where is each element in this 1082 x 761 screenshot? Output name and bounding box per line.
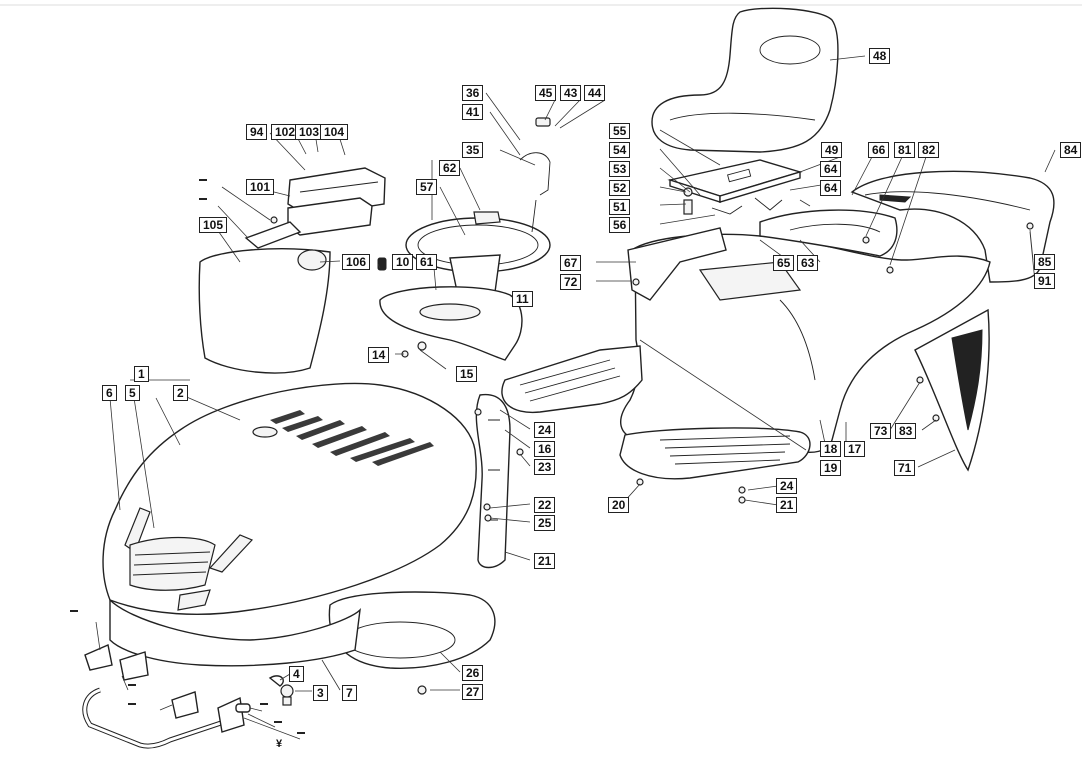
- callout-104: [70, 610, 78, 612]
- callout-81: 94: [246, 124, 268, 140]
- callout-14: 14: [368, 347, 390, 363]
- callout-85: 104: [320, 124, 349, 140]
- callout-63: 71: [894, 460, 916, 476]
- callout-35: 44: [584, 85, 606, 101]
- callout-103: [260, 703, 268, 705]
- callout-10: 10: [392, 254, 414, 270]
- callout-52: 61: [416, 254, 438, 270]
- front-bumper: [82, 644, 251, 749]
- callout-43: 49: [821, 142, 843, 158]
- belly-pan: [109, 591, 496, 669]
- seat-plate: [667, 159, 803, 215]
- hood: [102, 382, 477, 615]
- callout-6: 6: [102, 385, 117, 401]
- callout-106: [128, 684, 136, 686]
- callout-21b: 21: [776, 497, 798, 513]
- rear-fender: [850, 170, 1055, 283]
- callout-67: 83: [895, 423, 917, 439]
- callout-2: 2: [173, 385, 188, 401]
- callout-41: 48: [869, 48, 891, 64]
- hood-vents: [270, 410, 434, 466]
- callout-105: [128, 703, 136, 705]
- callout-64a: 72: [560, 274, 582, 290]
- callout-49: 56: [609, 217, 631, 233]
- callout-62: 67: [560, 255, 582, 271]
- callout-92: 106: [342, 254, 371, 270]
- callout-26: 26: [462, 665, 484, 681]
- callout-19: 18: [820, 441, 842, 457]
- callout-91: 105: [199, 217, 228, 233]
- seat: [651, 7, 839, 153]
- callout-27: 27: [462, 684, 484, 700]
- callout-83: 102: [271, 124, 300, 140]
- callout-3: 3: [313, 685, 328, 701]
- callout-54: 63: [797, 255, 819, 271]
- callout-47: 54: [609, 142, 631, 158]
- side-panel: [914, 308, 990, 472]
- callout-53: 62: [439, 160, 461, 176]
- callout-94: [199, 179, 207, 181]
- callout-44: 51: [609, 199, 631, 215]
- callout-24b: 24: [776, 478, 798, 494]
- steering-wheel: [405, 199, 551, 297]
- callout-22: 22: [534, 497, 556, 513]
- callout-36: 45: [535, 85, 557, 101]
- callout-45: 52: [609, 180, 631, 196]
- callout-65: 81: [894, 142, 916, 158]
- callout-55: 64: [820, 180, 842, 196]
- main-body: [619, 209, 991, 480]
- callout-15: 15: [456, 366, 478, 382]
- callout-66: 82: [918, 142, 940, 158]
- callout-73: 91: [1034, 273, 1056, 289]
- callout-46: 53: [609, 161, 631, 177]
- callout-72: 85: [1034, 254, 1056, 270]
- callout-33: 41: [462, 104, 484, 120]
- callout-31: 35: [462, 142, 484, 158]
- callout-84: 103: [295, 124, 324, 140]
- callout-82: 101: [246, 179, 275, 195]
- callout-51: 57: [416, 179, 438, 195]
- callout-7: 7: [342, 685, 357, 701]
- callout-16: 16: [534, 441, 556, 457]
- dashboard: [377, 257, 523, 361]
- callout-24a: 24: [534, 422, 556, 438]
- callout-11: 11: [512, 291, 533, 307]
- callout-23: 23: [534, 459, 556, 475]
- callout-57: 65: [773, 255, 795, 271]
- battery-and-tank: [198, 167, 386, 374]
- callout-101: [297, 732, 305, 734]
- callout-56: 64: [820, 161, 842, 177]
- callout-71: 84: [1060, 142, 1082, 158]
- callout-5: 5: [125, 385, 140, 401]
- footnote-glyph: ¥: [276, 738, 283, 750]
- callout-21a: 20: [608, 497, 630, 513]
- callout-18: 17: [844, 441, 866, 457]
- callout-64b: 73: [870, 423, 892, 439]
- callout-4: 4: [289, 666, 304, 682]
- callout-32: 36: [462, 85, 484, 101]
- hood-support-panel: [475, 393, 511, 569]
- callout-25: 25: [534, 515, 556, 531]
- callout-20: 19: [820, 460, 842, 476]
- callout-1: 1: [134, 366, 149, 382]
- callout-61: 66: [868, 142, 890, 158]
- callout-93: [199, 198, 207, 200]
- running-board: [501, 227, 727, 414]
- callout-48: 55: [609, 123, 631, 139]
- callout-17: 21: [534, 553, 556, 569]
- callout-102: [274, 721, 282, 723]
- callout-34: 43: [560, 85, 582, 101]
